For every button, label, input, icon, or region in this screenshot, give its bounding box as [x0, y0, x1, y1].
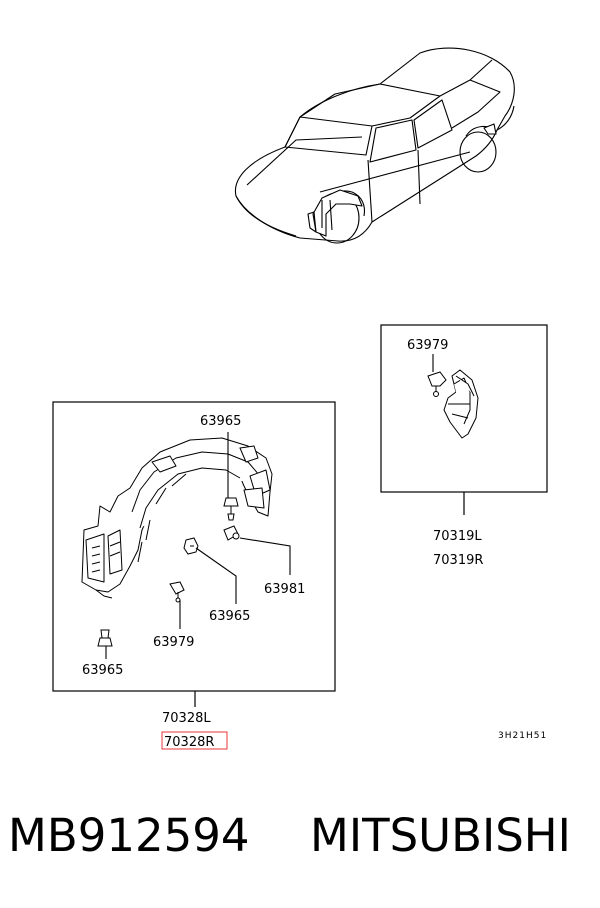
- fastener-clip-mid: [169, 581, 185, 603]
- fender-liner-illustration: [81, 437, 273, 599]
- fastener-bolt-low: [97, 629, 113, 647]
- drawing-code: 3H21H51: [498, 731, 547, 741]
- fastener-nut-right: [223, 525, 240, 541]
- fastener-bolt-mid: [183, 537, 199, 555]
- callout-63981: 63981: [264, 582, 305, 597]
- car-illustration: [234, 47, 515, 244]
- inset-assembly-box: [380, 324, 548, 515]
- fastener-clip-inset: [427, 371, 447, 397]
- leader-lines-main: [105, 432, 291, 659]
- main-assembly-box: [52, 401, 336, 707]
- inset-label-left: 70319L: [433, 529, 482, 544]
- callout-63979-inset: 63979: [407, 338, 448, 353]
- assembly-label-left: 70328L: [162, 711, 211, 726]
- callout-63965-low: 63965: [82, 663, 123, 678]
- callout-63979-mid: 63979: [153, 635, 194, 650]
- fastener-bolt-top: [223, 497, 239, 521]
- assembly-label-right-highlighted: 70328R: [164, 735, 214, 750]
- highlight-box: [161, 731, 228, 750]
- inset-label-right: 70319R: [433, 553, 483, 568]
- callout-63965-top: 63965: [200, 414, 241, 429]
- rear-liner-illustration: [443, 369, 479, 439]
- callout-63965-mid: 63965: [209, 609, 250, 624]
- part-number: MB912594: [8, 809, 250, 862]
- brand-name: MITSUBISHI: [310, 809, 571, 862]
